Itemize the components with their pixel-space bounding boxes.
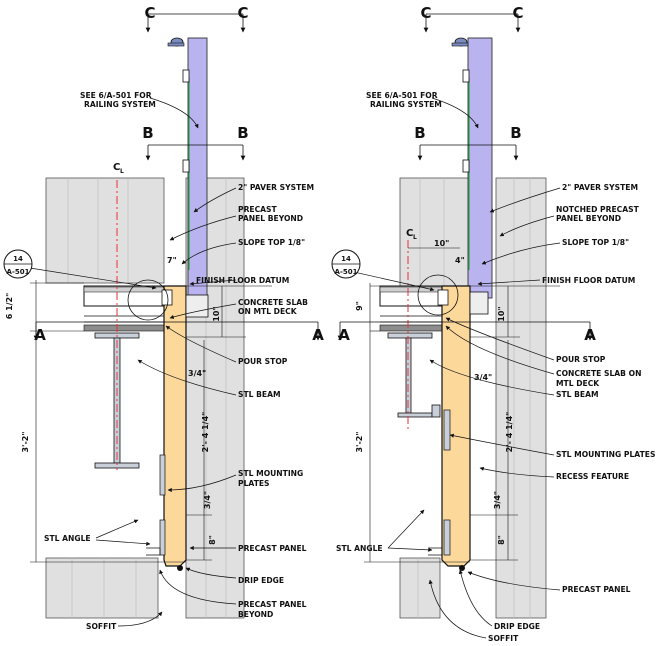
- right-see-railing: SEE 6/A-501 FOR: [366, 91, 438, 100]
- right-dim-4: 4": [455, 256, 465, 265]
- svg-text:A-501: A-501: [335, 268, 358, 276]
- left-cut-c-right: C: [237, 4, 248, 22]
- right-notched-2: PANEL BEYOND: [556, 214, 621, 223]
- left-paver-label: 2" PAVER SYSTEM: [238, 183, 314, 192]
- right-soffit-background: [399, 557, 441, 619]
- left-drip-edge: DRIP EDGE: [238, 576, 284, 585]
- left-labels: C C B B A A C L 14 A-501 SEE 6/A-501 FOR…: [3, 4, 324, 631]
- left-dim-3-2: 3'-2": [21, 431, 30, 452]
- left-pour-stop: POUR STOP: [238, 357, 288, 366]
- left-centerline-label: C: [113, 162, 120, 173]
- left-centerline-sub: L: [120, 168, 124, 175]
- right-cut-b-left: B: [414, 124, 425, 142]
- left-soffit-background: [45, 557, 159, 619]
- right-detail-tag: 14 A-501: [331, 249, 361, 279]
- left-mounting-2: PLATES: [238, 479, 270, 488]
- right-railing-cap-icon: [451, 37, 469, 47]
- right-dim-3-4b: 3/4": [493, 491, 502, 509]
- right-soffit: SOFFIT: [488, 634, 519, 643]
- right-dim-8: 8": [497, 535, 506, 545]
- left-dim-3-4a: 3/4": [188, 369, 206, 378]
- right-slope-label: SLOPE TOP 1/8": [562, 238, 629, 247]
- left-section-detail: [29, 13, 321, 627]
- right-panel-hatch: [417, 178, 531, 618]
- left-mounting-1: STL MOUNTING: [238, 469, 303, 478]
- right-wall-right-background: [495, 177, 547, 619]
- right-steel-beam: [387, 332, 441, 418]
- left-dim-6half: 6 1/2": [5, 293, 14, 320]
- right-pour-stop: POUR STOP: [556, 355, 606, 364]
- left-precast-beyond-1: PRECAST: [238, 205, 278, 214]
- right-cut-b-right: B: [510, 124, 521, 142]
- right-slab-2: MTL DECK: [556, 379, 600, 388]
- right-precast-panel: PRECAST PANEL: [562, 585, 631, 594]
- right-dim-3-4a: 3/4": [474, 373, 492, 382]
- svg-text:14: 14: [341, 255, 351, 263]
- left-mounting-plate-upper: [159, 454, 166, 496]
- svg-text:14: 14: [13, 255, 23, 263]
- right-railing-system: RAILING SYSTEM: [370, 100, 442, 109]
- right-labels: C C B B A A C L 14 A-501 SEE 6/A-501 FOR…: [331, 4, 655, 643]
- right-recess-feature: [443, 409, 451, 451]
- left-slope-label: SLOPE TOP 1/8": [238, 238, 305, 247]
- right-cut-c-left: C: [420, 4, 431, 22]
- left-precast-beyond-2: PANEL BEYOND: [238, 214, 303, 223]
- left-precast-panel: PRECAST PANEL: [238, 544, 307, 553]
- right-slab-1: CONCRETE SLAB ON: [556, 369, 641, 378]
- left-railing-cap-icon: [167, 37, 185, 47]
- right-dim-9: 9": [355, 301, 364, 311]
- right-cut-a-right: A: [584, 326, 596, 344]
- right-dim-2-41-4: 2'- 4 1/4": [505, 412, 514, 453]
- left-dim-7: 7": [167, 256, 177, 265]
- right-centerline-label: C: [406, 228, 413, 239]
- left-detail-tag: 14 A-501: [3, 249, 33, 279]
- right-mounting: STL MOUNTING PLATES: [556, 450, 655, 459]
- right-stl-angle: STL ANGLE: [336, 544, 383, 553]
- right-stl-beam: STL BEAM: [556, 390, 599, 399]
- left-railing-system: RAILING SYSTEM: [84, 100, 156, 109]
- right-dim-3-2: 3'-2": [355, 431, 364, 452]
- svg-text:A-501: A-501: [7, 268, 30, 276]
- left-dim-3-4b: 3/4": [203, 491, 212, 509]
- left-stl-angle: STL ANGLE: [44, 534, 91, 543]
- left-cut-a-right: A: [312, 326, 324, 344]
- right-railing-glass: [467, 37, 493, 299]
- left-precast-panel-beyond-2: BEYOND: [238, 610, 273, 619]
- left-see-railing: SEE 6/A-501 FOR: [80, 91, 152, 100]
- right-centerline-sub: L: [413, 234, 417, 241]
- left-stl-beam: STL BEAM: [238, 390, 281, 399]
- left-cut-b-right: B: [237, 124, 248, 142]
- left-dim-2-41-4: 2'- 4 1/4": [201, 412, 210, 453]
- right-finish-floor-label: FINISH FLOOR DATUM: [542, 276, 635, 285]
- left-cut-c-left: C: [144, 4, 155, 22]
- left-cut-a-left: A: [34, 326, 46, 344]
- right-paver-label: 2" PAVER SYSTEM: [562, 183, 638, 192]
- left-slab-1: CONCRETE SLAB: [238, 298, 308, 307]
- left-finish-floor-label: FINISH FLOOR DATUM: [196, 276, 289, 285]
- right-dim-10top: 10": [434, 239, 449, 248]
- right-notched-1: NOTCHED PRECAST: [556, 205, 640, 214]
- right-section-detail: [335, 13, 593, 639]
- right-cut-c-right: C: [512, 4, 523, 22]
- left-soffit: SOFFIT: [86, 622, 117, 631]
- left-dim-10: 10": [212, 306, 221, 321]
- right-dim-10: 10": [497, 306, 506, 321]
- left-precast-panel: [163, 285, 187, 567]
- left-paver: [83, 286, 165, 293]
- right-recess: RECESS FEATURE: [556, 472, 629, 481]
- left-precast-panel-beyond-1: PRECAST PANEL: [238, 600, 307, 609]
- left-slab-2: ON MTL DECK: [238, 307, 298, 316]
- right-drip-edge: DRIP EDGE: [494, 622, 540, 631]
- left-mounting-plate-lower: [159, 519, 166, 556]
- right-cut-a-left: A: [338, 326, 350, 344]
- left-dim-8: 8": [208, 535, 217, 545]
- left-cut-b-left: B: [142, 124, 153, 142]
- left-wall-upper-background: [45, 177, 165, 284]
- left-railing-glass: [187, 37, 208, 299]
